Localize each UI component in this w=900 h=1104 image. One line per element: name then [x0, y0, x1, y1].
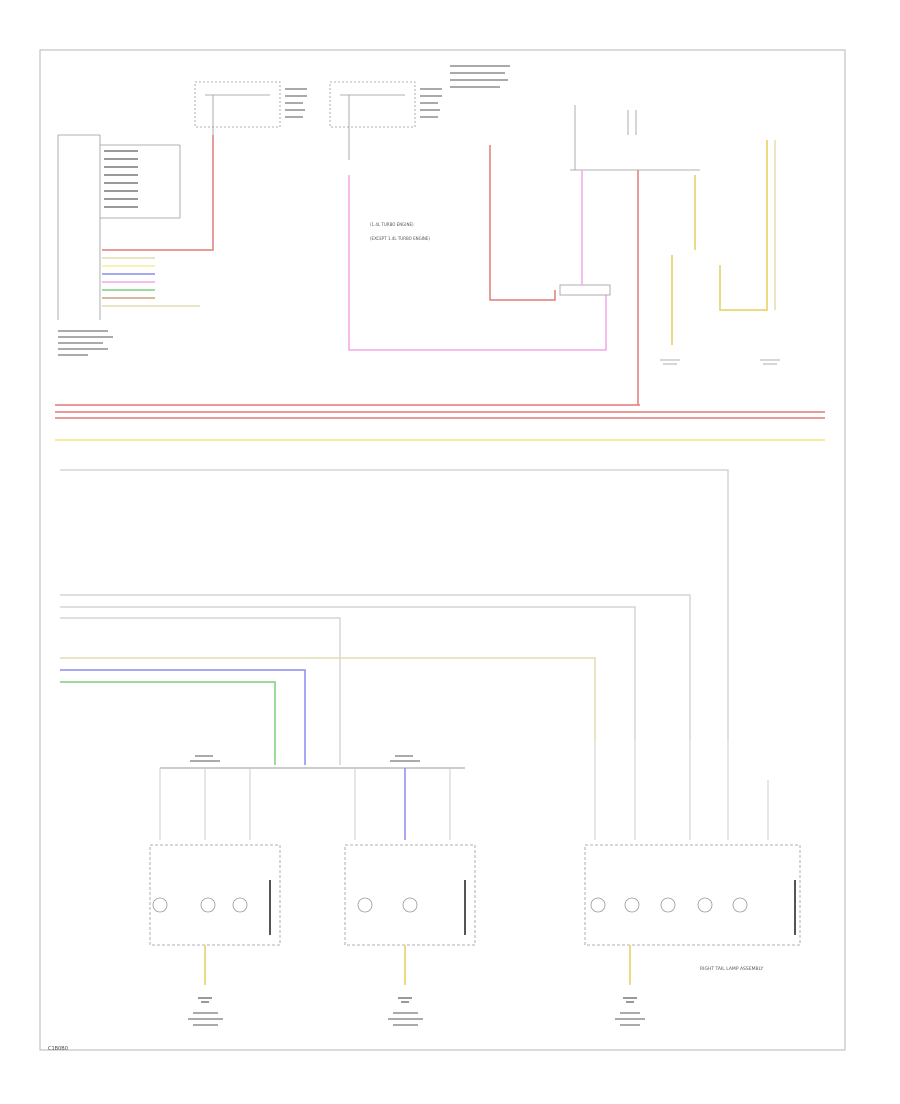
diagram-frame — [39, 49, 846, 1051]
grey-wire-c — [60, 617, 341, 765]
left-module-caption — [58, 330, 113, 356]
ground-captions-bottom — [188, 1012, 645, 1026]
note-1: (1.4L TURBO ENGINE) — [370, 222, 414, 227]
green-wire-lower — [60, 681, 276, 765]
left-module-colored-pins — [102, 249, 200, 307]
ground-symbols-bottom — [198, 997, 637, 1003]
center-lamp-assembly — [344, 844, 476, 946]
red-wire-middle — [489, 145, 556, 301]
red-wire-fuse1 — [155, 135, 214, 251]
left-control-module — [57, 134, 181, 320]
ground-symbols-top — [660, 359, 780, 365]
lower-drop-wires — [159, 740, 769, 840]
grey-wire-a — [60, 594, 691, 740]
switch-connector — [559, 105, 700, 296]
grey-wire-top — [60, 469, 729, 740]
fuse-block-2 — [329, 81, 416, 160]
left-lamp-assembly — [149, 844, 281, 946]
tan-wire-lower — [60, 657, 596, 740]
right-lamp-assembly — [584, 844, 801, 946]
right-lamp-assembly-label: RIGHT TAIL LAMP ASSEMBLY — [700, 966, 763, 972]
fuse-captions — [285, 65, 510, 118]
blue-wire-lower — [60, 669, 306, 765]
note-2: (EXCEPT 1.4L TURBO ENGINE) — [370, 236, 430, 241]
ground-drops-bottom — [204, 945, 631, 985]
connector-labels — [190, 755, 420, 762]
fuse-block-1 — [194, 81, 281, 135]
page-reference: C1B0B0 — [48, 1046, 68, 1052]
grey-wire-b — [60, 606, 636, 740]
tan-wire-right — [719, 140, 768, 311]
pink-wire-fuse2 — [348, 175, 607, 351]
left-module-pin-labels — [104, 150, 138, 208]
